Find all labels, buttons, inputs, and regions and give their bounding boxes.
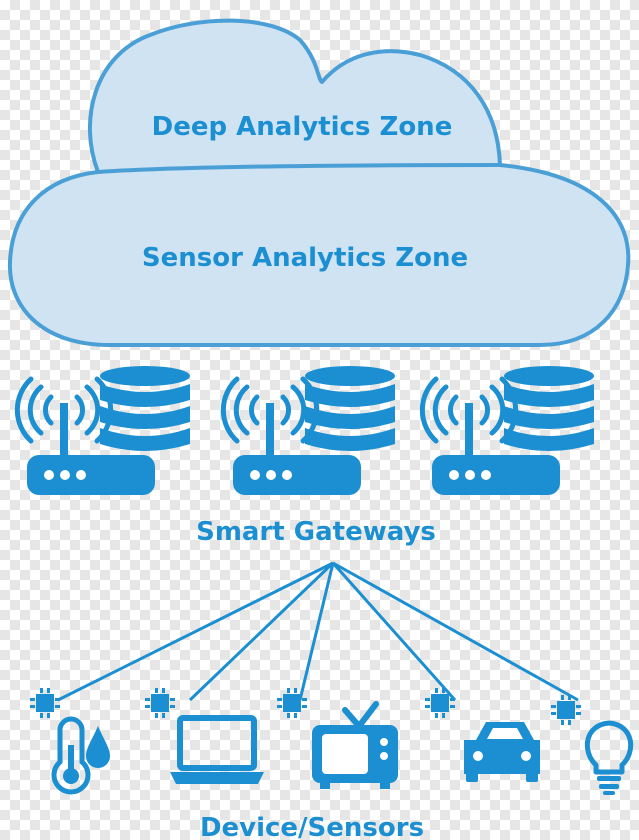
connection-lines — [57, 561, 579, 702]
laptop-icon — [170, 715, 264, 784]
device-sensors-label: Device/Sensors — [200, 813, 424, 840]
light-bulb-icon — [584, 720, 634, 795]
chip-icon — [30, 688, 60, 718]
connection-line — [331, 562, 457, 701]
gateway-3 — [422, 366, 594, 495]
deep-analytics-zone-label: Deep Analytics Zone — [152, 112, 453, 142]
database-icon — [100, 366, 190, 451]
car-icon — [464, 722, 540, 782]
smart-gateways-label: Smart Gateways — [196, 517, 436, 547]
chip-icon — [425, 688, 455, 718]
connection-line — [298, 562, 335, 701]
gateway-2 — [223, 366, 395, 495]
device-laptop — [145, 688, 264, 784]
gateway-1 — [17, 366, 190, 495]
chip-icon — [145, 688, 175, 718]
device-light-bulb — [551, 695, 634, 795]
connection-line — [57, 561, 334, 702]
water-drop-icon — [86, 726, 110, 768]
cloud: Deep Analytics Zone Sensor Analytics Zon… — [7, 18, 631, 347]
connection-line — [188, 561, 335, 702]
connection-line — [332, 561, 579, 702]
thermometer-icon — [51, 716, 91, 795]
device-car — [425, 688, 540, 782]
device-thermometer — [30, 688, 110, 795]
tv-icon — [312, 701, 398, 789]
sensor-analytics-zone-label: Sensor Analytics Zone — [142, 243, 468, 273]
device-tv — [277, 688, 398, 789]
